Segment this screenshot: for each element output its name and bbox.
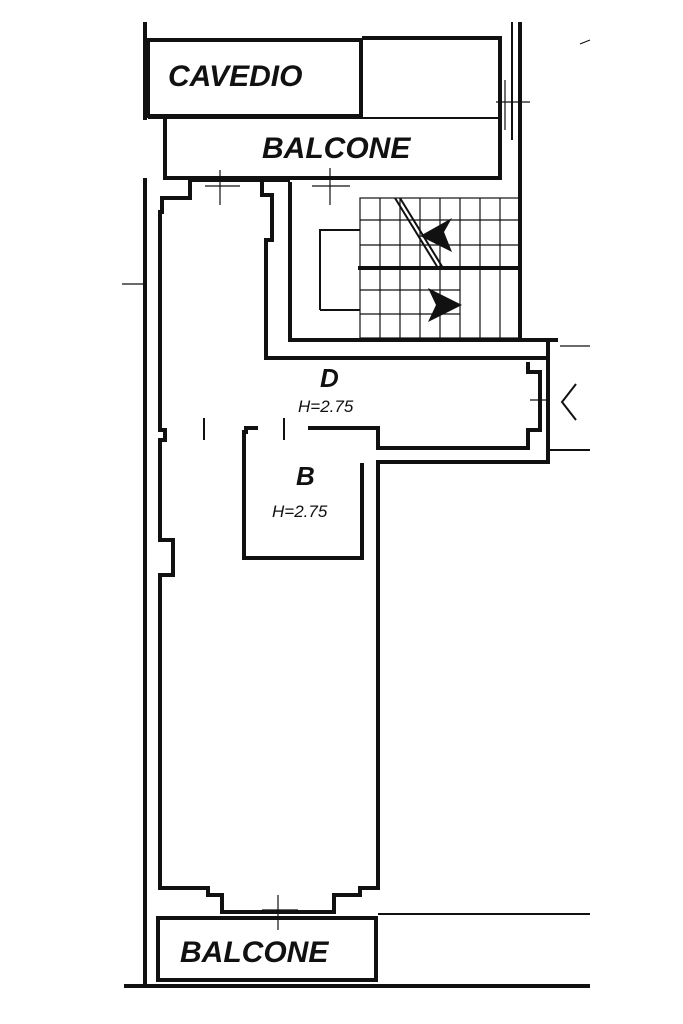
balcone-top-label: BALCONE — [262, 132, 411, 165]
stair-arrow-down-icon — [428, 288, 462, 322]
main-room-walls — [122, 168, 590, 985]
room-b-height: H=2.75 — [272, 502, 328, 521]
stair-arrow-up-icon — [420, 218, 452, 252]
stair-treads — [358, 197, 521, 339]
balcone-bottom-box — [156, 916, 378, 982]
room-d-label: D — [320, 363, 339, 393]
bottom-block — [124, 895, 590, 988]
cavedio-box — [146, 38, 363, 118]
cavedio-label: CAVEDIO — [168, 60, 302, 93]
stairwell — [288, 182, 522, 342]
top-block — [143, 22, 591, 190]
room-d-height: H=2.75 — [298, 397, 354, 416]
room-b-label: B — [296, 461, 315, 491]
balcone-top-box — [163, 36, 502, 180]
entrance-chevron-icon — [560, 383, 577, 421]
room-b-walls — [242, 426, 364, 560]
balcone-bottom-label: BALCONE — [180, 936, 329, 969]
